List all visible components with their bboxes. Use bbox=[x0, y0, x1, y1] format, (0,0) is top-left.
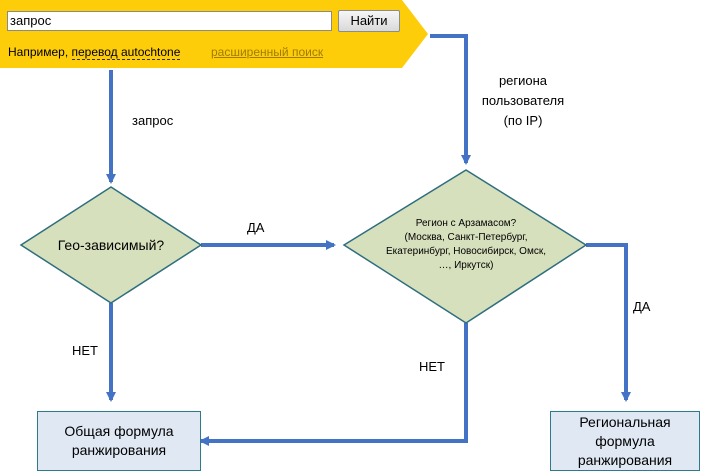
box-regional-line2: формула bbox=[595, 432, 655, 449]
label-user-region-line3: (по IP) bbox=[503, 113, 543, 128]
box-regional-line1: Региональная bbox=[579, 413, 671, 430]
decision-region-line4: …, Иркутск) bbox=[438, 260, 494, 271]
box-general-line1: Общая формула bbox=[64, 423, 174, 439]
label-user-region-line1: региона bbox=[498, 73, 548, 88]
decision-geo-diamond bbox=[19, 186, 203, 304]
search-input[interactable] bbox=[7, 11, 332, 31]
box-regional-formula: Региональная формула ранжирования bbox=[550, 411, 700, 471]
label-user-region: региона пользователя (по IP) bbox=[468, 71, 578, 131]
label-query: запрос bbox=[132, 113, 174, 128]
search-example: Например, перевод autochtone bbox=[8, 45, 181, 60]
decision-region-line1: Регион с Арзамасом? bbox=[415, 218, 517, 229]
arrow-region-no bbox=[199, 323, 468, 446]
box-general-formula: Общая формула ранжирования bbox=[37, 411, 201, 471]
label-yes-geo: ДА bbox=[247, 220, 265, 235]
box-regional-line3: ранжирования bbox=[577, 451, 673, 468]
decision-region-text: Регион с Арзамасом? (Москва, Санкт-Петер… bbox=[366, 217, 566, 273]
example-link[interactable]: перевод autochtone bbox=[71, 45, 181, 60]
search-button[interactable]: Найти bbox=[338, 10, 400, 32]
arrow-ip-to-region bbox=[430, 34, 471, 165]
decision-region-line3: Екатеринбург, Новосибирск, Омск, bbox=[386, 246, 546, 257]
decision-region-line2: (Москва, Санкт-Петербург, bbox=[404, 232, 528, 243]
decision-geo-text: Гео-зависимый? bbox=[57, 237, 165, 253]
example-prefix: Например, bbox=[8, 45, 69, 59]
arrow-region-yes bbox=[586, 243, 631, 402]
label-yes-region: ДА bbox=[633, 299, 651, 314]
label-no-geo: НЕТ bbox=[72, 343, 98, 358]
box-general-line2: ранжирования bbox=[71, 442, 167, 458]
decision-region-diamond bbox=[342, 169, 588, 324]
label-no-region: НЕТ bbox=[419, 359, 445, 374]
label-user-region-line2: пользователя bbox=[481, 93, 565, 108]
advanced-search-link[interactable]: расширенный поиск bbox=[211, 45, 324, 59]
